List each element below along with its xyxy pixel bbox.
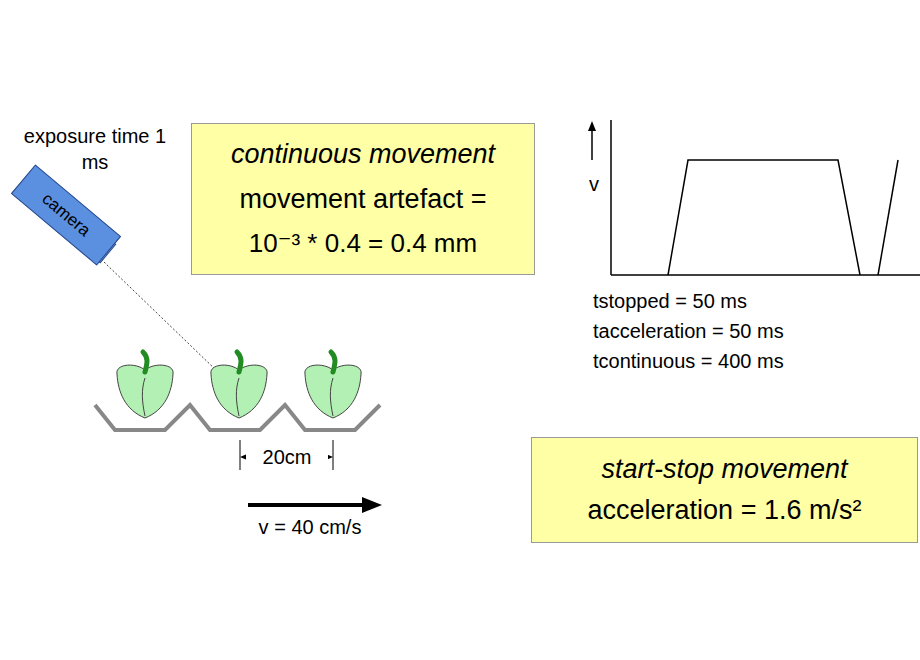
box-text: movement artefact = <box>240 184 487 215</box>
box-text: camera <box>38 189 94 240</box>
sight-line <box>104 262 218 372</box>
timing-label: tstopped = 50 ms <box>593 289 833 313</box>
box-text: 10⁻³ * 0.4 = 0.4 mm <box>249 229 477 259</box>
dimension-label: 20cm <box>246 445 328 469</box>
box-text: acceleration = 1.6 m/s² <box>588 495 862 526</box>
box-heading: start-stop movement <box>601 454 847 485</box>
timing-label: tcontinuous = 400 ms <box>593 349 833 373</box>
note-box: start-stop movement acceleration = 1.6 m/… <box>531 437 918 543</box>
exposure-label: exposure time 1 ms <box>15 123 175 175</box>
note-box: continuous movement movement artefact = 10… <box>191 123 535 275</box>
timing-label: tacceleration = 50 ms <box>593 319 833 343</box>
conveyor-tray <box>95 405 380 430</box>
box-heading: continuous movement <box>231 139 495 170</box>
camera-body: camera <box>11 164 121 265</box>
axis-label: v <box>584 172 604 196</box>
speed-label: v = 40 cm/s <box>225 515 395 539</box>
